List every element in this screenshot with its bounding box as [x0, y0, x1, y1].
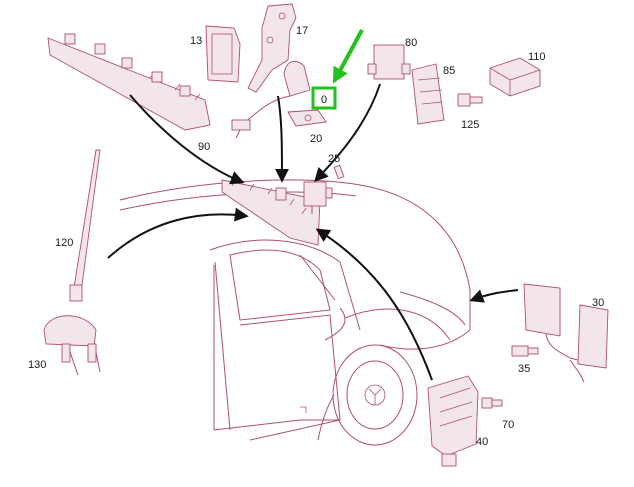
part-85-block	[411, 63, 445, 125]
label-25: 25	[328, 153, 340, 165]
label-125: 125	[461, 119, 479, 131]
part-40-unit	[427, 375, 479, 467]
part-130-base	[43, 315, 101, 376]
part-labels: 13 17 80 110 85 125 90 20 25 120 130 30 …	[28, 25, 604, 448]
label-20: 20	[310, 133, 322, 145]
highlight-box	[311, 86, 337, 110]
highlight-annotation: 0	[311, 29, 364, 110]
label-40: 40	[476, 436, 488, 448]
part-110-box	[489, 57, 541, 97]
label-70: 70	[502, 419, 514, 431]
label-130: 130	[28, 359, 46, 371]
highlight-label: 0	[321, 94, 327, 106]
part-80-relay	[367, 44, 411, 80]
label-85: 85	[443, 65, 455, 77]
label-90: 90	[198, 141, 210, 153]
part-120-rod	[69, 149, 101, 302]
label-110: 110	[528, 51, 546, 63]
part-30-panels	[523, 283, 609, 383]
part-70-bolt	[481, 397, 503, 409]
part-90-rail	[47, 33, 211, 131]
label-30: 30	[592, 297, 604, 309]
part-20-pad	[287, 109, 327, 127]
car-body-outline	[119, 179, 471, 446]
antenna-unit	[231, 60, 311, 139]
leader-arrows	[107, 83, 519, 381]
switch-unit	[303, 181, 333, 214]
part-25-pin	[333, 164, 345, 180]
label-80: 80	[405, 37, 417, 49]
part-17-bracket	[247, 3, 297, 93]
label-17: 17	[296, 25, 308, 37]
label-120: 120	[55, 237, 73, 249]
part-35-connector	[511, 345, 539, 357]
part-13-module	[205, 25, 241, 83]
part-125-screw	[457, 93, 483, 107]
label-13: 13	[190, 35, 202, 47]
label-35: 35	[518, 363, 530, 375]
